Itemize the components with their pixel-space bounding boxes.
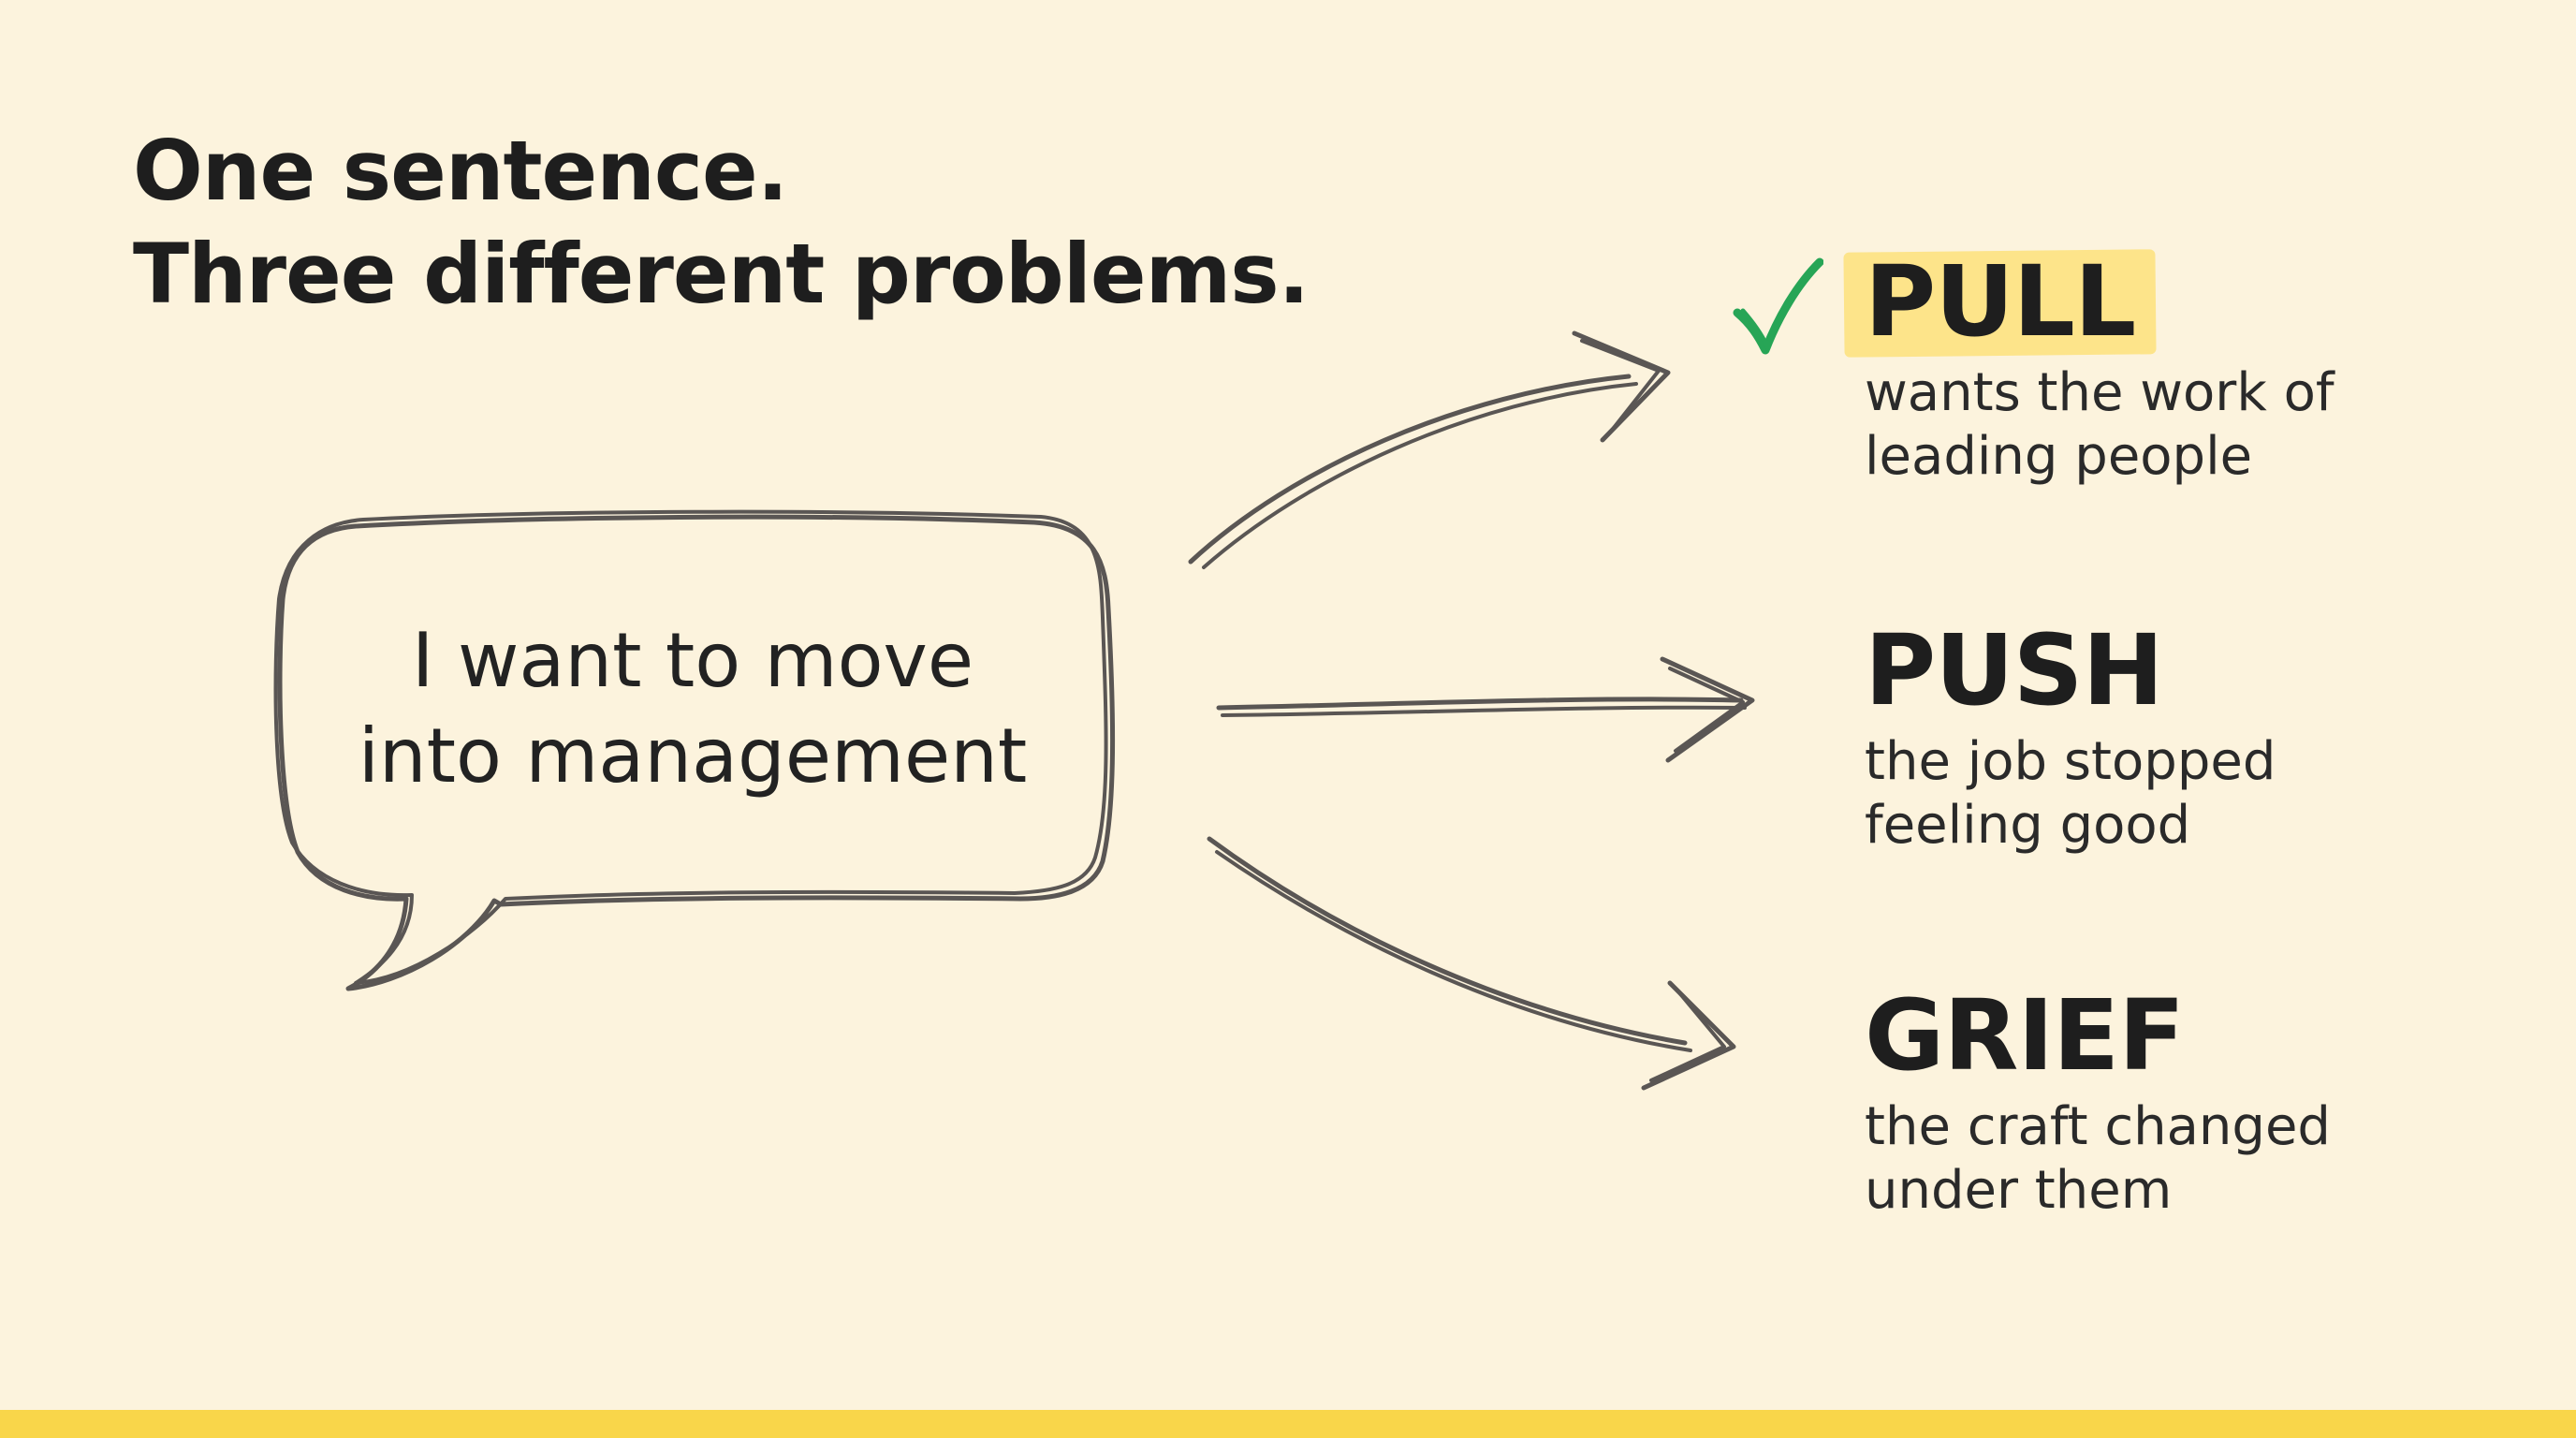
option-pull-title: PULL	[1865, 244, 2136, 359]
speech-bubble-text: I want to move into management	[281, 613, 1105, 804]
arrowhead-pull-2	[1580, 339, 1661, 434]
option-push-desc-line-1: the job stopped	[1865, 731, 2276, 792]
arrowhead-pull	[1572, 330, 1671, 443]
arrow-to-push-2	[1221, 705, 1747, 717]
option-push-desc-line-2: feeling good	[1865, 795, 2191, 856]
option-pull-desc-line-2: leading people	[1865, 426, 2253, 487]
option-push-title: PUSH	[1865, 613, 2164, 727]
speech-bubble-outline	[277, 514, 1116, 991]
bubble-line-2: into management	[358, 712, 1028, 800]
title-line-2: Three different problems.	[133, 226, 1310, 322]
option-push: PUSH the job stopped feeling good	[1865, 614, 2276, 858]
option-pull-description: wants the work of leading people	[1865, 361, 2334, 489]
arrowhead-grief-2	[1649, 989, 1726, 1082]
check-icon	[1733, 257, 1823, 355]
option-grief: GRIEF the craft changed under them	[1865, 979, 2331, 1223]
bottom-accent-bar	[0, 1410, 2576, 1438]
option-grief-title: GRIEF	[1865, 978, 2185, 1093]
option-pull-desc-line-1: wants the work of	[1865, 362, 2334, 423]
option-grief-desc-line-2: under them	[1865, 1160, 2173, 1221]
option-grief-description: the craft changed under them	[1865, 1095, 2331, 1223]
option-pull: PULL wants the work of leading people	[1865, 245, 2334, 489]
arrow-to-pull	[1188, 374, 1632, 565]
arrowhead-push	[1660, 656, 1755, 763]
slide-title: One sentence. Three different problems.	[133, 120, 1310, 326]
arrow-to-grief	[1207, 836, 1688, 1046]
speech-bubble-outline-2	[273, 509, 1108, 985]
option-push-description: the job stopped feeling good	[1865, 730, 2276, 858]
arrow-to-push	[1216, 697, 1744, 711]
arrowhead-push-2	[1668, 667, 1745, 753]
option-grief-desc-line-1: the craft changed	[1865, 1096, 2331, 1157]
arrow-to-pull-2	[1202, 382, 1638, 569]
arrow-to-grief-2	[1215, 850, 1692, 1052]
title-line-1: One sentence.	[133, 123, 788, 219]
bubble-line-1: I want to move	[411, 617, 974, 704]
